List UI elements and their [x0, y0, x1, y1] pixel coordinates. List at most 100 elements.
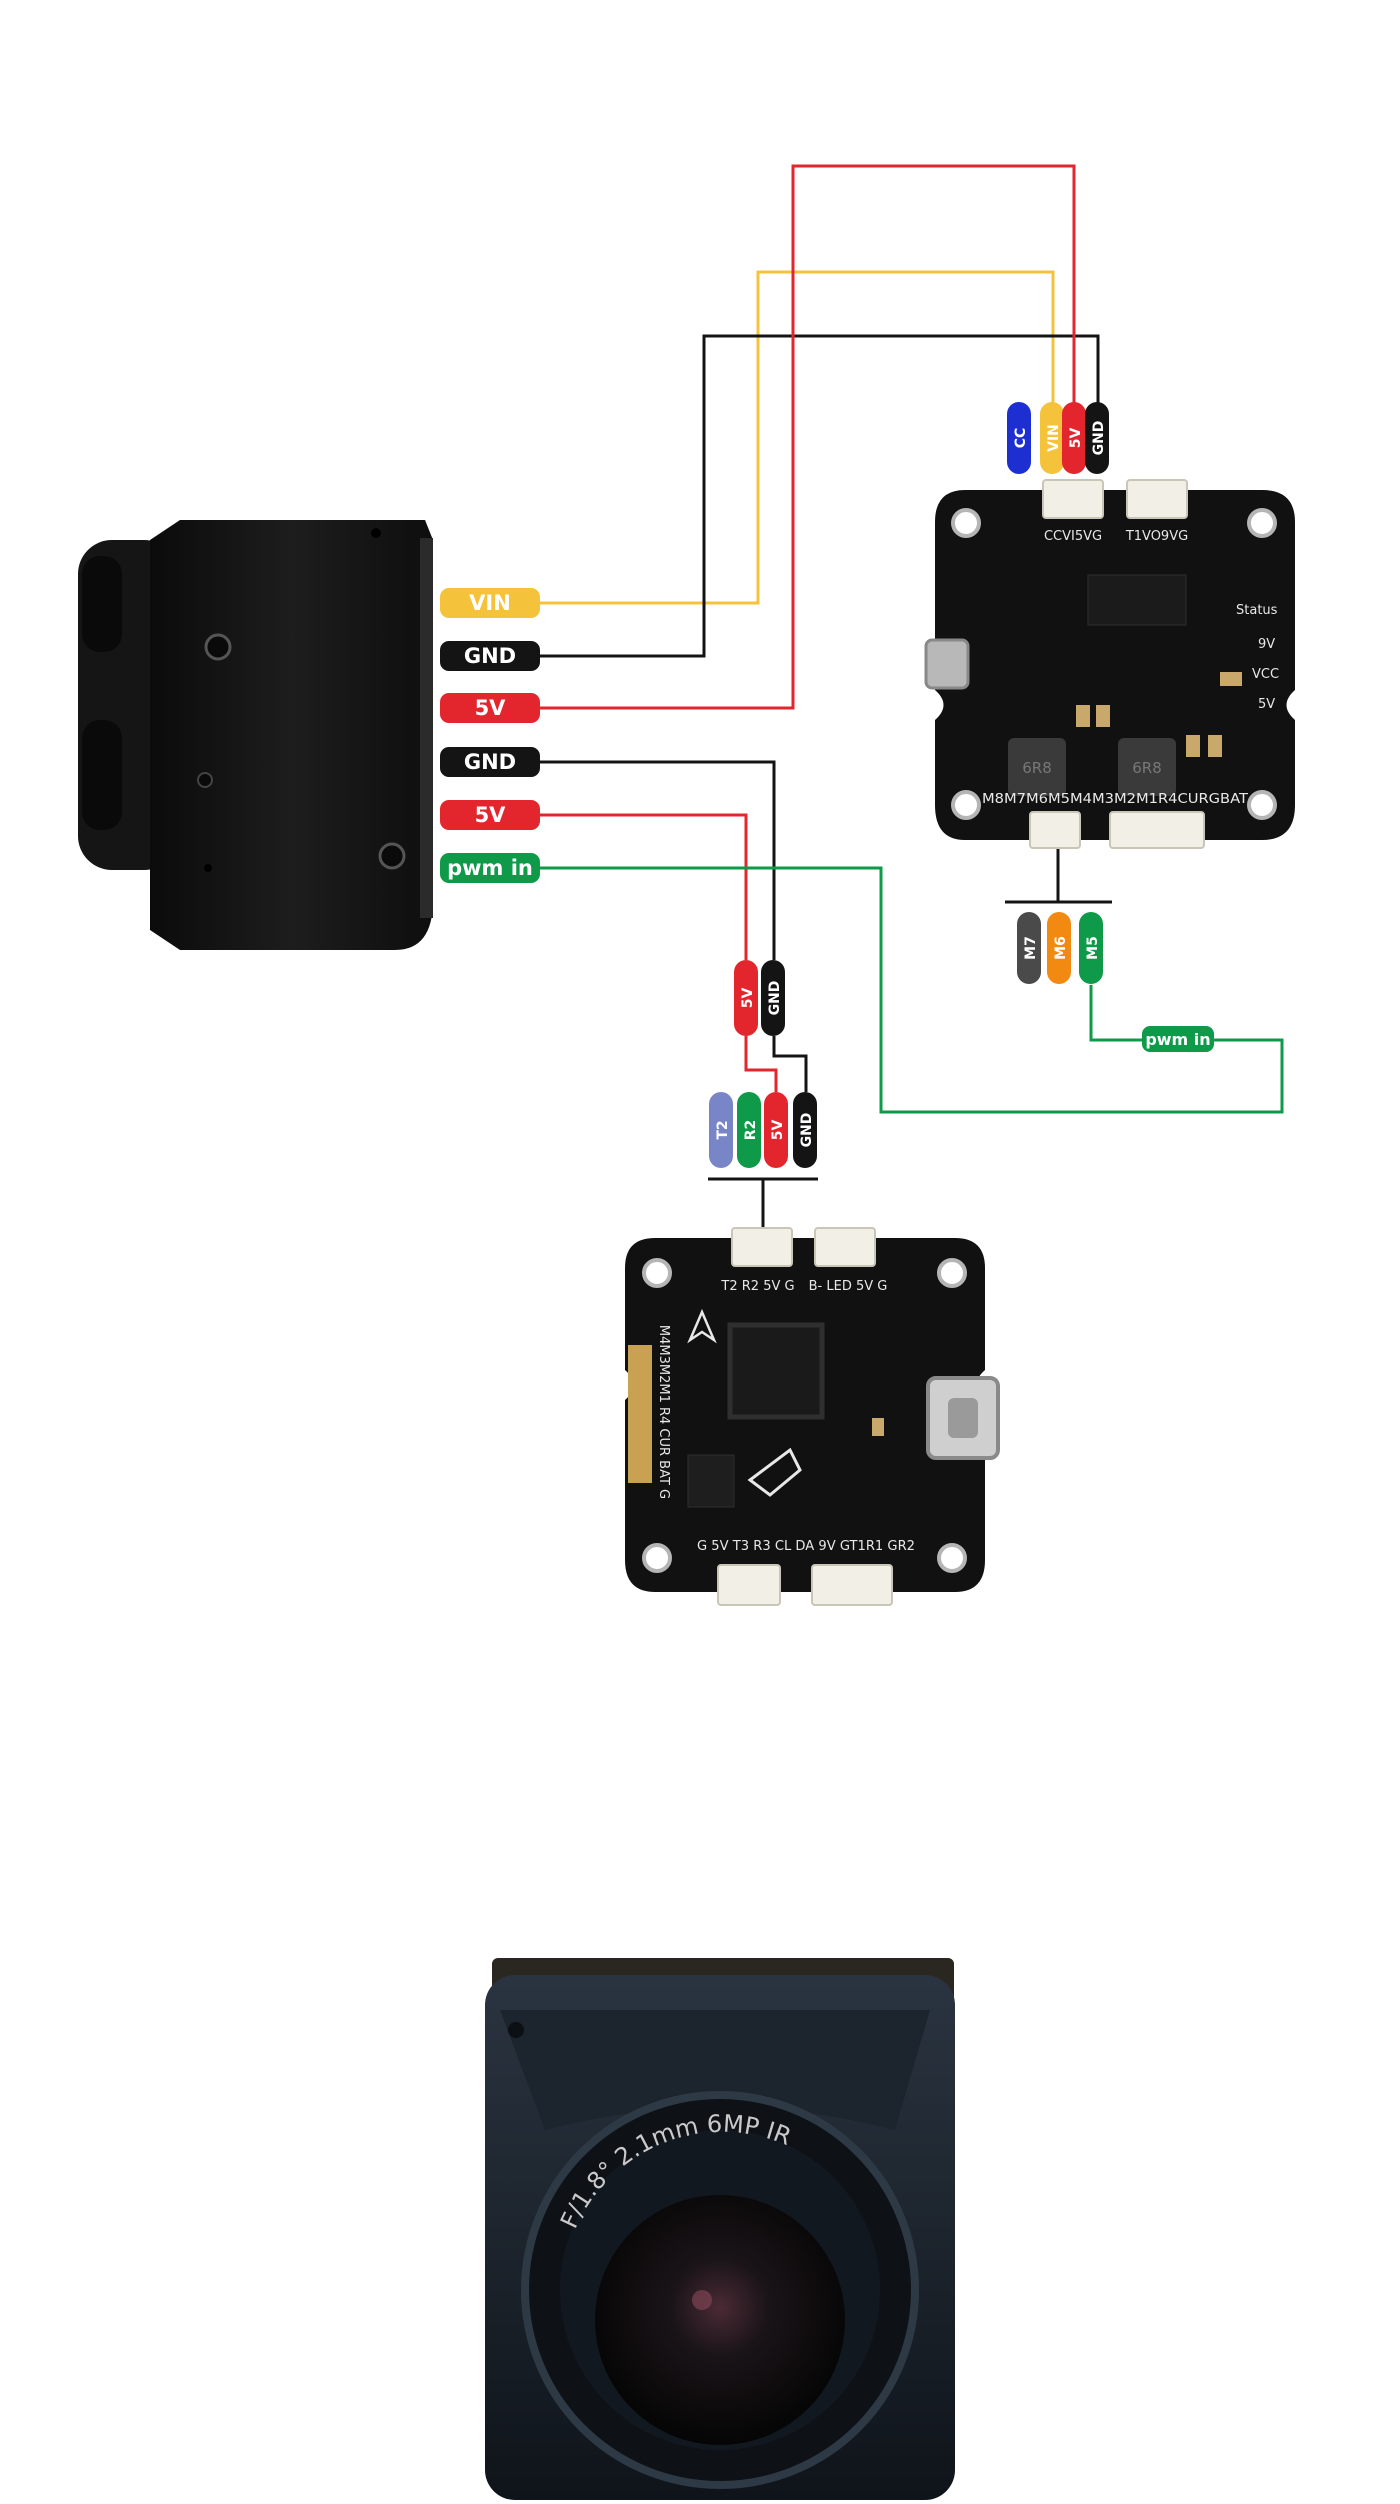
fc-bottom-connector-right	[811, 1564, 893, 1606]
fc-cap-1	[872, 1418, 884, 1436]
fpv-camera: F/1.8° 2.1mm 6MP IR	[485, 1958, 955, 2500]
pdb-silk-9v: 9V	[1258, 637, 1275, 652]
pdb-silk-top-left: CCVI5VG	[1044, 529, 1102, 544]
wires	[538, 164, 1284, 1246]
label-5v-2: 5V	[440, 800, 540, 830]
pdb-pin-m5-text: M5	[1085, 936, 1101, 960]
pdb-pin-m6: M6	[1047, 912, 1071, 984]
pdb-cap-3	[1186, 735, 1200, 757]
pdb-pin-m7-text: M7	[1023, 936, 1039, 960]
pdb-pin-m7: M7	[1017, 912, 1041, 984]
pdb-pcb	[935, 490, 1295, 840]
camera-labels: VIN GND 5V GND 5V pwm in	[440, 588, 540, 883]
pdb-pin-vin-text: VIN	[1046, 424, 1062, 452]
fc-brand-logo-icon	[747, 1447, 802, 1497]
fc-pin-r2-text: R2	[743, 1120, 759, 1141]
fpv-hood	[500, 2010, 930, 2130]
wire-gnd-fc	[538, 760, 776, 960]
fc-board: T2 R2 5V G B- LED 5V G M4M3M2M1 R4 CUR B…	[625, 1227, 1000, 1606]
pdb-cap-1	[1076, 705, 1090, 727]
pdb-pin-cc: CC	[1007, 402, 1031, 474]
pdb-pwm-label: pwm in	[1142, 1026, 1214, 1052]
wire-vin	[538, 270, 1055, 605]
fpv-lens-glass	[595, 2195, 845, 2445]
fc-pin-gnd: GND	[793, 1092, 817, 1168]
fc-pin-5v: 5V	[764, 1092, 788, 1168]
pdb-pin-m6-text: M6	[1053, 936, 1069, 960]
fc-mount-hole-icon-4	[937, 1543, 967, 1573]
camera-side-panel	[420, 538, 433, 918]
pdb-mount-hole-icon	[951, 508, 981, 538]
fc-pigtail-5v-text: 5V	[740, 988, 756, 1009]
pdb-top-connector-left	[1042, 479, 1104, 519]
fc-pigtail-pins: 5V GND	[734, 960, 785, 1036]
fc-mount-hole-icon	[642, 1258, 672, 1288]
pdb-pin-5v: 5V	[1062, 402, 1086, 474]
pdb-mount-hole-icon-3	[951, 790, 981, 820]
camera-body	[150, 520, 433, 950]
pdb-silk-inductor-2: 6R8	[1132, 759, 1162, 777]
pdb-bottom-pins: M7 M6 M5	[1017, 912, 1103, 984]
pdb-pin-cc-text: CC	[1013, 428, 1029, 449]
label-vin: VIN	[440, 588, 540, 618]
pdb-pin-gnd: GND	[1085, 402, 1109, 474]
fc-pigtail-gnd: GND	[761, 960, 785, 1036]
pdb-silk-status: Status	[1236, 603, 1278, 618]
label-pwm-in-text: pwm in	[447, 856, 533, 880]
fpv-screw-icon	[508, 2022, 524, 2038]
pdb-connector-pins: CC VIN 5V GND	[1007, 402, 1109, 474]
fc-gyro-chip	[687, 1454, 735, 1508]
label-gnd-2: GND	[440, 747, 540, 777]
pdb-mount-hole-icon-4	[1247, 790, 1277, 820]
fc-bottom-connector-left	[717, 1564, 781, 1606]
label-pwm-in: pwm in	[440, 853, 540, 883]
fc-pin-gnd-text: GND	[799, 1113, 815, 1148]
fc-pin-r2: R2	[737, 1092, 761, 1168]
fc-top-connector-right	[814, 1227, 876, 1267]
fc-logo-arrow-icon	[687, 1308, 717, 1344]
fc-pigtail-5v: 5V	[734, 960, 758, 1036]
fc-mcu-chip	[727, 1322, 825, 1420]
wire-5v-fc	[538, 813, 748, 960]
wire-pwm	[538, 866, 1284, 1114]
pdb-bottom-connector-left	[1029, 811, 1081, 849]
pdb-chip	[1087, 574, 1187, 626]
camera-pinhole-icon	[204, 864, 212, 872]
label-gnd-2-text: GND	[464, 750, 516, 774]
fc-usb-port-inner	[948, 1398, 978, 1438]
fc-pin-5v-text: 5V	[770, 1120, 786, 1141]
fc-pin-t2-text: T2	[715, 1120, 731, 1139]
pdb-cap-4	[1208, 735, 1222, 757]
fc-top-connector-left	[731, 1227, 793, 1267]
pdb-inductor-2	[1118, 738, 1176, 796]
camera-top-hole-icon	[371, 528, 381, 538]
pdb-silk-vcc: VCC	[1252, 667, 1279, 682]
label-gnd-1: GND	[440, 641, 540, 671]
label-5v-1-text: 5V	[475, 696, 507, 720]
pdb-bottom-connector-right	[1109, 811, 1205, 849]
pdb-inductor-1	[1008, 738, 1066, 796]
pdb-pin-5v-text: 5V	[1068, 428, 1084, 449]
wire-gnd-pdb	[538, 334, 1100, 658]
pdb-cap-5	[1220, 672, 1242, 686]
pdb-board: CCVI5VG T1VO9VG Status 9V VCC 5V 6R8 6R8…	[924, 479, 1295, 849]
pdb-mount-hole-icon-2	[1247, 508, 1277, 538]
pdb-pin-vin: VIN	[1040, 402, 1064, 474]
fpv-lens-highlight	[692, 2290, 712, 2310]
fc-mount-hole-icon-2	[937, 1258, 967, 1288]
fc-silk-bottom: G 5V T3 R3 CL DA 9V GT1R1 GR2	[697, 1539, 915, 1554]
label-vin-text: VIN	[469, 591, 511, 615]
fc-pigtail-gnd-text: GND	[767, 981, 783, 1016]
camera-lens-front-2	[82, 720, 122, 830]
pdb-pin-gnd-text: GND	[1091, 421, 1107, 456]
wire-5v-pdb	[538, 164, 1076, 710]
pdb-pwm-label-text: pwm in	[1145, 1030, 1210, 1049]
label-gnd-1-text: GND	[464, 644, 516, 668]
pdb-top-connector-right	[1126, 479, 1188, 519]
camera-screw-icon-3	[197, 772, 213, 788]
pdb-cap-2	[1096, 705, 1110, 727]
pdb-usb-port	[924, 638, 970, 690]
label-5v-2-text: 5V	[475, 803, 507, 827]
fc-silk-top-right: B- LED 5V G	[809, 1279, 888, 1294]
